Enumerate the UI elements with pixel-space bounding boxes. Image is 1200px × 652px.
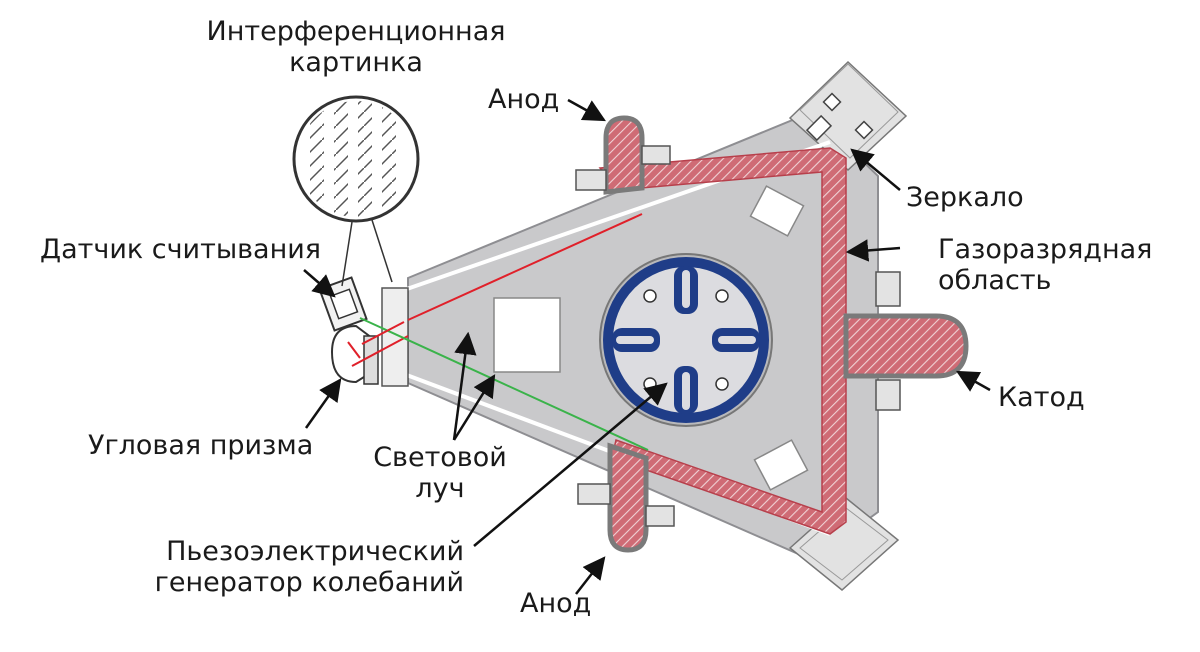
light-beams [347, 213, 649, 451]
mirror-label: Зеркало [906, 182, 1024, 213]
mirror-housing [788, 60, 908, 172]
sensor-label: Датчик считывания [40, 234, 322, 265]
interference-label: Интерференционная картинка [190, 16, 522, 78]
piezo-dither [599, 253, 773, 427]
beam-arrow-2 [452, 374, 496, 441]
beam-label-line2: луч [415, 473, 465, 504]
interference-label-line2: картинка [289, 47, 423, 78]
readout-block [318, 276, 409, 387]
cathode-flange [875, 271, 901, 411]
anode-bottom-arrow [575, 556, 606, 595]
piezo-arrow [473, 382, 668, 547]
piezo-label-line2: генератор колебаний [154, 567, 464, 598]
piezo-label: Пьезоэлектрический генератор колебаний [130, 536, 464, 598]
mirror-arrow [850, 148, 901, 191]
left-cavity [493, 297, 561, 373]
cathode-label: Катод [998, 382, 1085, 413]
anode-top-arrow [567, 98, 606, 122]
discharge-label: Газоразрядная область [938, 234, 1152, 296]
gas-discharge-channel [598, 115, 969, 553]
interference-label-line1: Интерференционная [206, 16, 506, 47]
discharge-arrow [845, 239, 901, 262]
anode-top-label: Анод [488, 84, 560, 115]
leader-arrows [303, 98, 991, 595]
cathode-arrow [956, 370, 991, 392]
piezo-label-line1: Пьезоэлектрический [166, 536, 464, 567]
interference-picture [292, 95, 420, 287]
sensor-arrow [303, 269, 336, 298]
anode-bottom-label: Анод [520, 588, 592, 619]
beam-arrow-1 [452, 331, 477, 441]
anode-bottom-flange [577, 483, 675, 527]
anode-top-flange [575, 145, 671, 191]
beam-label: Световой луч [358, 442, 522, 504]
prism-arrow [304, 378, 342, 429]
prism-label: Угловая призма [88, 430, 314, 461]
discharge-label-line1: Газоразрядная [938, 234, 1153, 265]
discharge-label-line2: область [938, 265, 1052, 296]
beam-label-line1: Световой [373, 442, 507, 473]
